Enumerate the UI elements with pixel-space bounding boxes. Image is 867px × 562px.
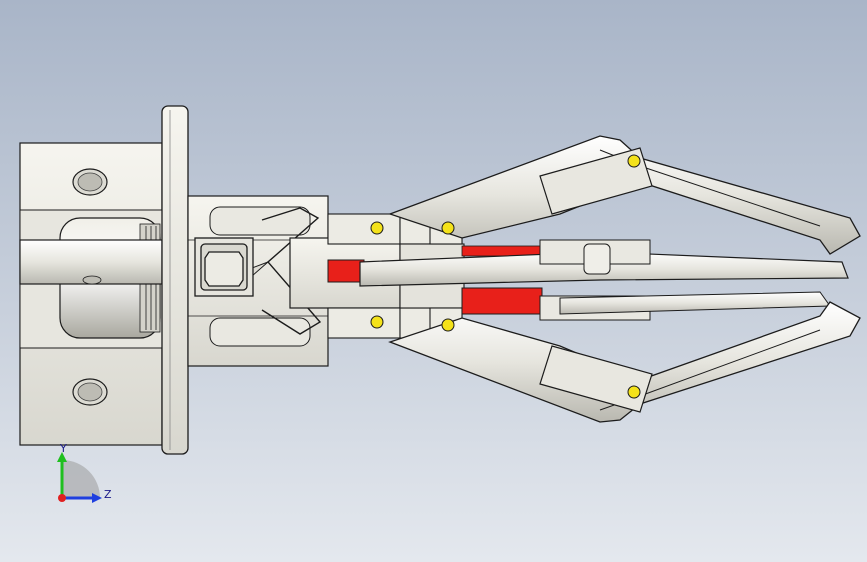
orientation-triad[interactable]: Y Z xyxy=(50,440,120,510)
lower-claw xyxy=(388,301,861,423)
flange xyxy=(161,105,189,455)
pins-yellow xyxy=(370,154,641,399)
y-axis-label: Y xyxy=(59,442,67,455)
z-axis-label: Z xyxy=(104,488,112,501)
square-connector xyxy=(194,237,254,297)
main-rod xyxy=(19,239,163,285)
upper-claw xyxy=(388,135,861,255)
piston-red xyxy=(327,245,543,315)
x-axis-dot xyxy=(58,494,66,502)
center-fingers xyxy=(359,239,849,321)
